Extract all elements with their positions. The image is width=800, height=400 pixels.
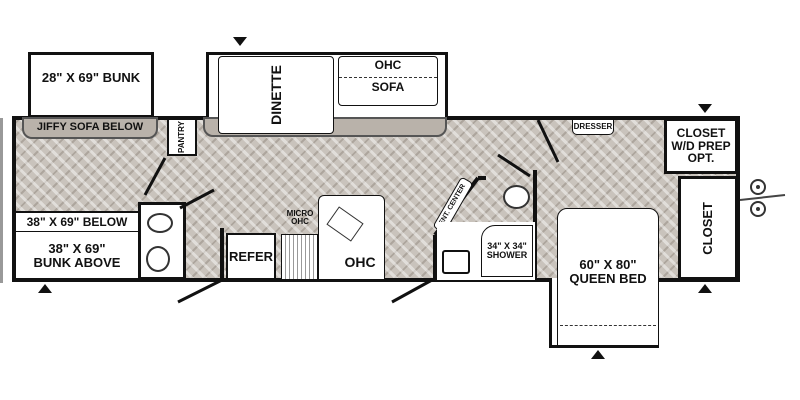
wall-right — [736, 116, 740, 282]
slideout-marker-bed — [591, 350, 605, 359]
slideout-marker-top — [233, 37, 247, 46]
bunk-top-label: 28" X 69" BUNK — [41, 70, 141, 86]
rear-bumper — [0, 118, 14, 283]
bunk-slideout — [28, 52, 154, 118]
sink-icon — [146, 246, 170, 272]
stove — [281, 234, 318, 280]
bed-foot-line — [560, 325, 656, 326]
lower-bunk — [14, 211, 140, 280]
sofa: OHC SOFA — [338, 56, 438, 106]
closet-label: CLOSET — [700, 201, 716, 255]
shower-label: 34" X 34" SHOWER — [486, 240, 528, 260]
micro-ohc-label: MICRO OHC — [286, 209, 314, 227]
toilet-icon — [503, 185, 530, 209]
jiffy-sofa-label: JIFFY SOFA BELOW — [36, 121, 144, 134]
wall-bottom-right — [656, 278, 738, 282]
closet-wd-label: CLOSET W/D PREP OPT. — [671, 126, 731, 166]
wall-left — [12, 116, 16, 282]
bathroom-sink-icon — [442, 250, 470, 274]
slideout-marker-front-bottom — [698, 284, 712, 293]
jiffy-sofa: JIFFY SOFA BELOW — [22, 117, 158, 139]
kitchen-ohc-label: OHC — [344, 254, 376, 270]
bunk-above-label: 38" X 69" BUNK ABOVE — [33, 241, 121, 270]
slideout-marker-front-top — [698, 104, 712, 113]
wall-bottom-left — [14, 278, 550, 282]
closet-wd-prep[interactable]: CLOSET W/D PREP OPT. — [664, 118, 738, 174]
refer-label: REFER — [228, 248, 274, 264]
sofa-ohc-label: OHC — [374, 58, 402, 72]
shower: 34" X 34" SHOWER — [481, 225, 533, 277]
queen-bed-label: 60" X 80" QUEEN BED — [569, 257, 647, 286]
bunk-below-label: 38" X 69" BELOW — [16, 213, 138, 232]
ohc-line — [339, 77, 437, 78]
sofa-label: SOFA — [371, 80, 405, 94]
kitchen-counter — [318, 195, 385, 280]
queen-bed: 60" X 80" QUEEN BED — [557, 208, 659, 346]
dinette: DINETTE — [218, 56, 334, 134]
pantry[interactable]: PANTRY — [167, 118, 197, 156]
dresser: DRESSER — [572, 119, 614, 135]
slideout-marker-left — [38, 284, 52, 293]
toilet-icon — [147, 213, 173, 233]
refrigerator: REFER — [226, 233, 276, 280]
dresser-label: DRESSER — [573, 121, 613, 131]
closet[interactable]: CLOSET — [678, 176, 738, 280]
